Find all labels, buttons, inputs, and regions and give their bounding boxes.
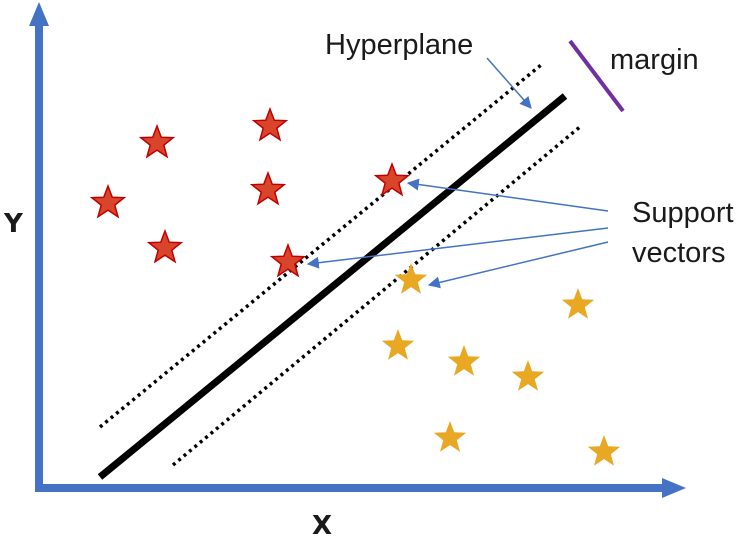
y-axis-arrowhead [29, 2, 49, 26]
support-arrow-3 [427, 241, 609, 289]
margin-bar [568, 39, 625, 113]
x-axis-arrowhead [662, 478, 686, 498]
class-b-star-icon [394, 263, 428, 294]
class-b-star-icon [587, 435, 621, 466]
class-a-star-icon [138, 123, 176, 159]
class-b-star-icon [433, 421, 467, 452]
support-vectors-label-line2: vectors [632, 237, 725, 269]
margin-label: margin [610, 44, 699, 76]
support-vectors-label-line1: Support [632, 197, 734, 229]
y-axis-label: Y [3, 209, 24, 239]
axes [29, 2, 686, 498]
class-a-star-icon [251, 106, 289, 142]
support-arrow-2 [306, 227, 609, 269]
class-a-star-icon [249, 170, 287, 206]
hyperplane-line [97, 93, 568, 480]
lower-margin-line [171, 124, 583, 467]
hyperplane-label: Hyperplane [325, 29, 473, 61]
class-b-star-icon [511, 360, 545, 391]
data-points [89, 106, 621, 466]
class-b-star-icon [561, 288, 595, 319]
x-axis-label: X [312, 511, 332, 539]
class-a-star-icon [89, 183, 127, 219]
class-a-star-icon [146, 228, 184, 264]
class-a-star-icon [373, 161, 411, 197]
class-b-star-icon [381, 329, 415, 360]
class-a-star-icon [269, 242, 307, 278]
class-b-star-icon [447, 345, 481, 376]
hyperplane-arrow [486, 57, 532, 109]
support-arrow-1 [406, 178, 609, 212]
